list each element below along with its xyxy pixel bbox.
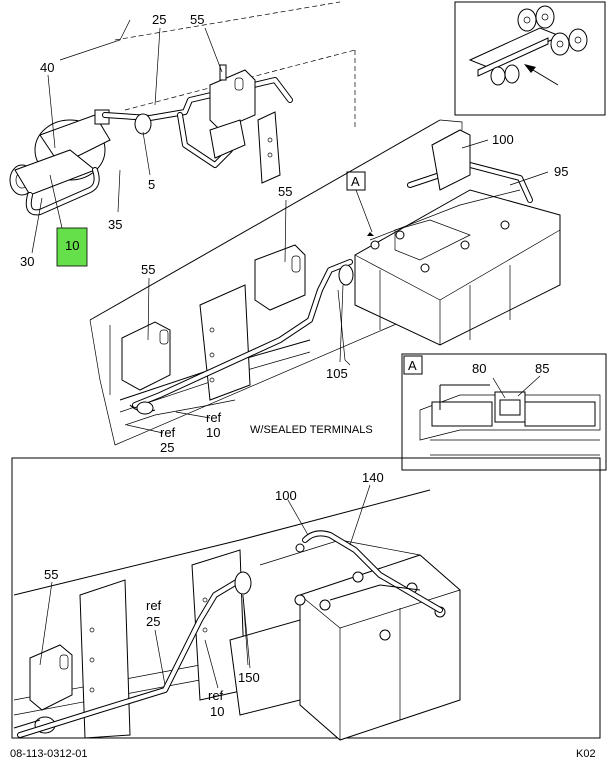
highlight-box [56, 227, 88, 267]
leader-lines [31, 27, 549, 689]
detail-a-tag-box [346, 171, 366, 191]
callout-ref-10-bottom-number: 10 [210, 704, 224, 719]
detail-a-tag: A [408, 358, 417, 373]
callout-85: 85 [535, 361, 549, 376]
callout-150: 150 [238, 670, 260, 685]
callout-10-highlighted: 10 [65, 238, 79, 253]
callout-30: 30 [20, 254, 34, 269]
callout-25-top: 25 [152, 12, 166, 27]
callout-10-highlight: 10 [56, 227, 88, 267]
callout-ref-25-bottom-label: ref [146, 598, 162, 613]
lower-detail-view [11, 457, 601, 741]
locator-inset [454, 1, 606, 116]
callout-ref-25-bottom-number: 25 [146, 614, 160, 629]
callout-ref-10-number: 10 [206, 425, 220, 440]
callout-35: 35 [108, 217, 122, 232]
callout-55-mid: 55 [278, 184, 292, 199]
callout-100-bottom: 100 [275, 488, 297, 503]
callout-ref-10-bottom-label: ref [208, 688, 224, 703]
sheet-code: K02 [576, 748, 596, 760]
compressor-assembly [9, 1, 356, 216]
callout-labels: 25 55 40 5 35 10 30 100 95 A 55 55 105 r… [20, 12, 568, 719]
callout-ref-25-label: ref [160, 425, 176, 440]
detail-a-inset [401, 353, 607, 471]
callout-55-left: 55 [141, 262, 155, 277]
callout-100-top: 100 [492, 132, 514, 147]
callout-55-bottom: 55 [44, 567, 58, 582]
callout-5: 5 [148, 177, 155, 192]
callout-ref-25-number: 25 [160, 440, 174, 455]
callout-140: 140 [362, 470, 384, 485]
callout-40: 40 [40, 60, 54, 75]
footer: 08-113-0312-01 K02 [10, 748, 596, 760]
callout-95: 95 [554, 164, 568, 179]
callout-105: 105 [326, 366, 348, 381]
callout-80: 80 [472, 361, 486, 376]
document-id: 08-113-0312-01 [10, 748, 87, 760]
callout-ref-10-label: ref [206, 410, 222, 425]
callout-detail-a: A [351, 174, 360, 189]
callout-55-top: 55 [190, 12, 204, 27]
main-frame-view [89, 119, 561, 446]
sealed-terminals-caption: W/SEALED TERMINALS [250, 424, 373, 436]
